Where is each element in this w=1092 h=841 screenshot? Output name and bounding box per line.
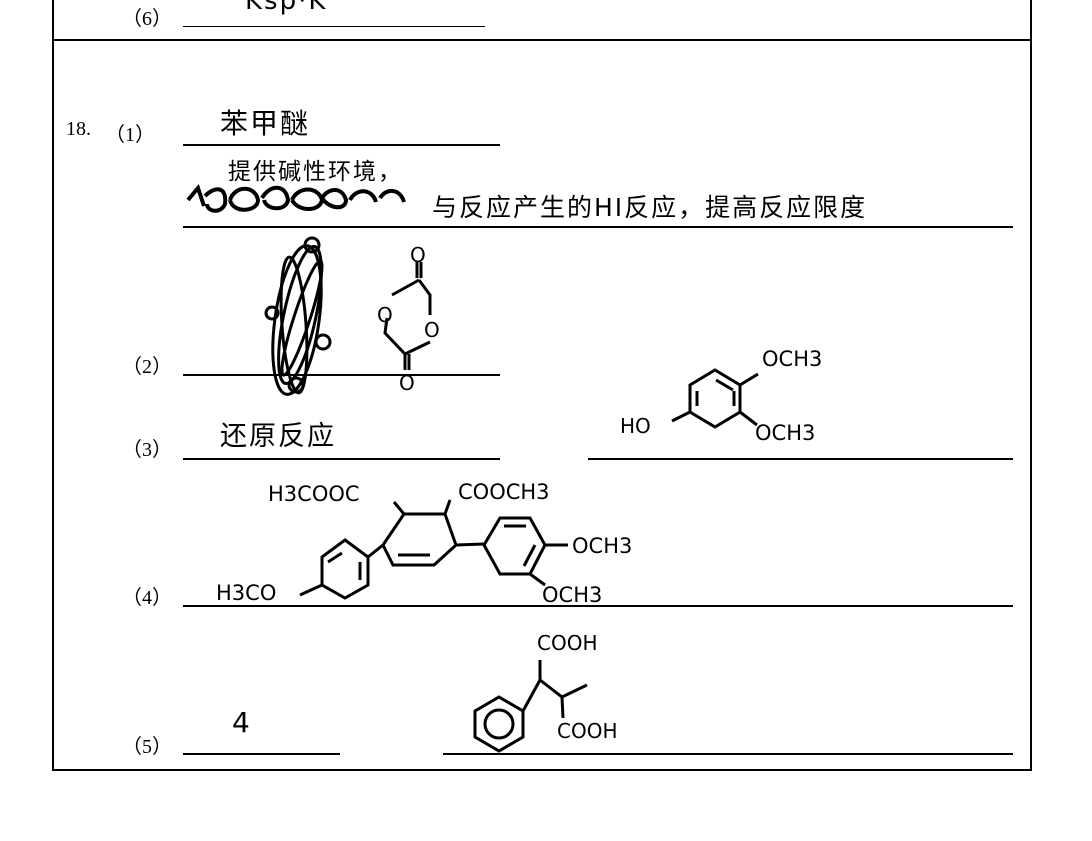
scribbled-structure [264, 236, 332, 396]
substituent-label: H3COOC [268, 482, 360, 506]
phenylsuccinic-acid-structure [473, 660, 588, 753]
atom-label: O [377, 303, 393, 327]
atom-label: O [410, 243, 426, 267]
substituent-label: H3CO [216, 581, 276, 605]
answer-line [183, 144, 500, 146]
q17-part6-answer: Ksp·K [245, 0, 328, 16]
answer-line [183, 753, 340, 755]
answer-line [183, 226, 1013, 228]
substituent-label: OCH3 [542, 583, 602, 607]
answer-line [443, 753, 1013, 755]
substituent-label: OCH3 [755, 421, 815, 445]
atom-label: O [424, 318, 440, 342]
q17-part6-label: （6） [122, 8, 172, 30]
dimethoxyphenol-structure [671, 368, 759, 429]
q18-part1-answer: 苯甲醚 [220, 107, 311, 140]
q18-part3-answer: 还原反应 [220, 421, 336, 452]
substituent-label: COOH [557, 719, 618, 743]
q18-part4-label: （4） [122, 587, 172, 609]
answer-line [588, 458, 1013, 460]
answer-sheet-frame [52, 0, 1032, 771]
cyclohexene-diester-structure [299, 499, 568, 600]
q18-number: 18. [66, 118, 91, 140]
q18-part1-reason-line2: 与反应产生的HI反应，提高反应限度 [432, 193, 868, 222]
section-divider [52, 39, 1030, 41]
substituent-label: OCH3 [762, 347, 822, 371]
substituent-label: COOCH3 [458, 480, 550, 504]
answer-line [183, 605, 1013, 607]
substituent-label: OCH3 [572, 534, 632, 558]
substituent-label: HO [620, 414, 651, 438]
answer-line [183, 458, 500, 460]
answer-line [183, 374, 500, 376]
q18-part2-label: （2） [122, 356, 172, 378]
substituent-label: COOH [537, 631, 598, 655]
q18-part5-answer: 4 [232, 706, 252, 739]
q18-part1-reason-line1: 提供碱性环境， [228, 159, 403, 185]
answer-line [183, 26, 485, 27]
atom-label: O [399, 371, 415, 395]
q18-part1-label: （1） [105, 124, 155, 146]
dioxanedione-structure [383, 262, 432, 370]
q18-part3-label: （3） [122, 439, 172, 461]
q18-part5-label: （5） [122, 736, 172, 758]
